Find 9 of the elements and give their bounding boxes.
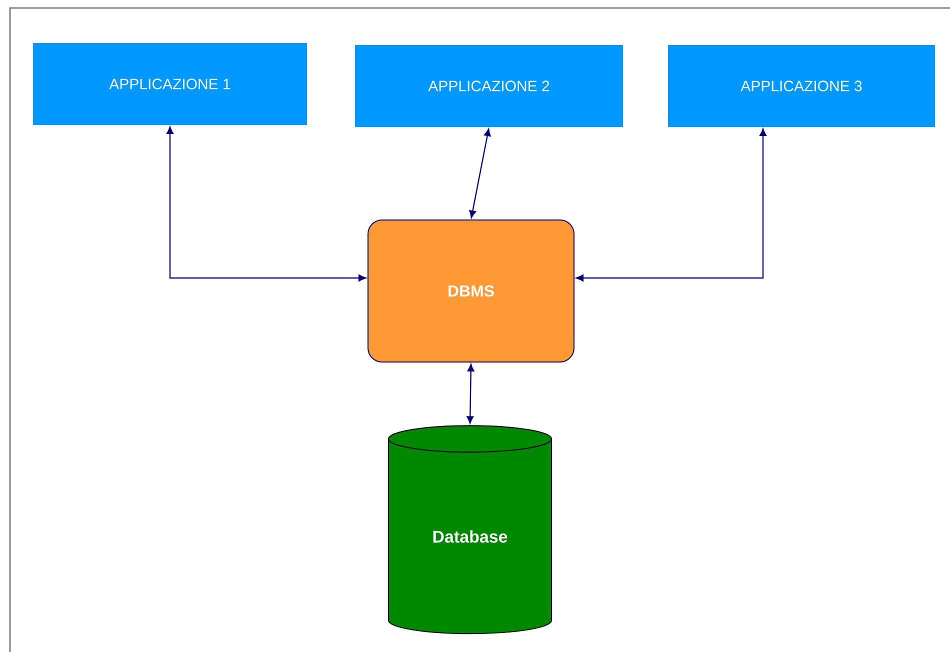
arrow xyxy=(166,126,366,282)
arrow xyxy=(469,128,491,218)
application-box: APPLICAZIONE 2 xyxy=(355,45,623,127)
application-box: APPLICAZIONE 3 xyxy=(668,45,935,127)
arrow xyxy=(466,364,474,424)
dbms-box: DBMS xyxy=(368,220,574,362)
database-cylinder: Database xyxy=(388,425,552,634)
application-box: APPLICAZIONE 1 xyxy=(33,43,307,125)
arrow xyxy=(576,128,766,282)
